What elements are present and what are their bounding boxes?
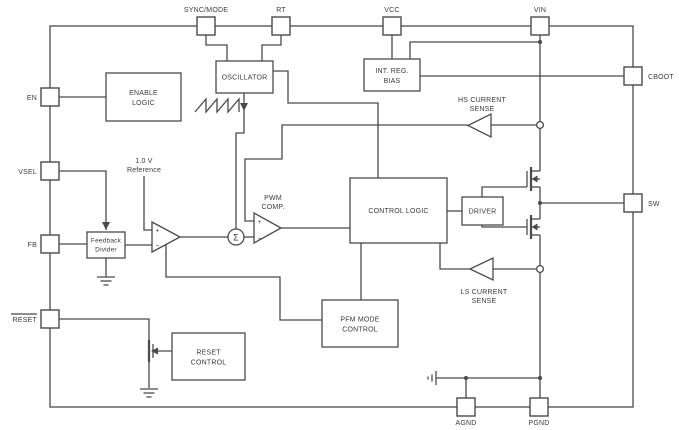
pgnd-junction-dot <box>538 376 542 380</box>
wires <box>59 35 624 398</box>
ramp-arrowhead-icon <box>240 103 248 111</box>
block-label: DRIVER <box>469 209 497 216</box>
pin-square-fb <box>40 234 60 254</box>
wire-error-amp-to-pfm-control <box>165 244 322 321</box>
pin-label-vin: VIN <box>534 7 546 14</box>
wire-driver-to-hs-gate <box>481 186 527 197</box>
pin-squares <box>40 16 643 417</box>
block-reset-control: RESET CONTROL <box>171 332 246 381</box>
pin-label-vcc: VCC <box>384 7 399 14</box>
block-label: INT. REG. <box>375 68 408 75</box>
pin-square-sync-mode <box>196 16 216 36</box>
pin-square-reset <box>40 309 60 329</box>
pin-label-pgnd: PGND <box>528 420 549 427</box>
pwm-comp-minus: − <box>258 236 262 243</box>
junction-dot <box>538 40 542 44</box>
svg-text:LS CURRENT: LS CURRENT <box>461 289 508 296</box>
pin-label-cboot: CBOOT <box>648 74 674 81</box>
wire-reset-to-fet <box>59 318 150 341</box>
ground-symbol-agnd <box>427 371 437 385</box>
block-label: Feedback <box>91 238 122 245</box>
wire-reference-to-error-amp <box>143 176 152 231</box>
summing-node-symbol: Σ <box>233 233 239 243</box>
svg-text:COMP.: COMP. <box>261 204 284 211</box>
block-label: CONTROL LOGIC <box>368 208 428 215</box>
wire-rt-to-oscillator <box>261 35 282 61</box>
wire-driver-to-ls-gate <box>481 225 527 228</box>
hs-current-sense-amp-icon <box>466 112 492 139</box>
pwm-comparator-icon <box>253 211 283 245</box>
agnd-junction-dot <box>464 376 468 380</box>
reset-mosfet-icon <box>147 340 158 362</box>
wire-ls-sense-to-control-logic <box>439 243 470 270</box>
ground-symbol-feedback <box>97 276 115 286</box>
hs-mosfet-icon <box>526 167 540 191</box>
block-label: LOGIC <box>132 100 155 107</box>
pin-square-cboot <box>623 66 643 86</box>
svg-text:SENSE: SENSE <box>472 298 497 305</box>
wire-hs-sense-to-pwm-comp <box>244 124 468 222</box>
summing-node-icon <box>227 228 245 246</box>
pin-label-sync-mode: SYNC/MODE <box>184 7 228 14</box>
block-control-logic: CONTROL LOGIC <box>349 177 448 244</box>
pin-label-agnd: AGND <box>455 420 476 427</box>
pin-square-rt <box>271 16 291 36</box>
error-amp-minus: − <box>156 243 160 250</box>
pwm-comp-plus: + <box>258 219 262 226</box>
block-label: ENABLE <box>129 90 158 97</box>
annotation-reference: 1.0 V Reference <box>127 158 161 174</box>
ls-mosfet-icon <box>526 215 540 239</box>
error-amp-plus: + <box>156 228 160 235</box>
vsel-arrowhead-icon <box>102 222 110 230</box>
wire-ramp-to-summing-node <box>235 93 245 229</box>
pin-labels: SYNC/MODE RT VCC VIN EN VSEL FB RESET CB… <box>11 7 674 427</box>
block-label: CONTROL <box>342 327 378 334</box>
annotation-pwm-comp: PWM COMP. <box>261 195 284 211</box>
pin-square-vcc <box>382 16 402 36</box>
block-oscillator: OSCILLATOR <box>215 60 274 94</box>
ls-sense-tap-node <box>535 264 545 274</box>
ls-current-sense-amp-icon <box>468 256 494 282</box>
hs-sense-tap-node <box>535 120 545 130</box>
pin-square-sw <box>623 193 643 213</box>
block-label: PFM MODE <box>340 317 379 324</box>
block-enable-logic: ENABLE LOGIC <box>105 72 182 122</box>
pin-square-pgnd <box>529 397 549 417</box>
wire-bias-to-vin-rail <box>409 41 540 59</box>
pin-square-agnd <box>456 397 476 417</box>
sawtooth-waveform-icon <box>194 97 240 114</box>
block-label: BIAS <box>384 78 401 85</box>
svg-text:SENSE: SENSE <box>470 106 495 113</box>
block-driver: DRIVER <box>461 196 504 226</box>
sw-junction-dot <box>538 201 542 205</box>
wire-vsel-to-feedback-divider <box>59 170 107 230</box>
pin-square-en <box>40 87 60 107</box>
wire-syncmode-to-oscillator <box>205 35 228 61</box>
ground-symbol-reset <box>140 388 158 398</box>
block-label: RESET <box>196 350 221 357</box>
svg-text:HS CURRENT: HS CURRENT <box>458 97 506 104</box>
pin-label-reset: RESET <box>13 317 38 324</box>
block-feedback-divider: Feedback Divider <box>86 231 126 259</box>
block-int-reg-bias: INT. REG. BIAS <box>363 58 421 92</box>
pin-square-vsel <box>40 161 60 181</box>
pin-square-vin <box>530 16 550 36</box>
block-label: OSCILLATOR <box>222 75 268 82</box>
error-amp-icon <box>151 220 182 254</box>
wire-oscillator-to-control-logic <box>273 70 379 178</box>
pin-label-rt: RT <box>276 7 286 14</box>
pin-label-en: EN <box>27 95 37 102</box>
block-label: CONTROL <box>191 360 227 367</box>
annotation-ls-current-sense: LS CURRENT SENSE <box>461 289 508 305</box>
pin-label-vsel: VSEL <box>18 169 37 176</box>
block-label: Divider <box>95 247 117 254</box>
pin-label-fb: FB <box>28 242 37 249</box>
pin-label-sw: SW <box>648 201 660 208</box>
svg-text:1.0 V: 1.0 V <box>135 158 152 165</box>
svg-text:PWM: PWM <box>264 195 282 202</box>
annotation-hs-current-sense: HS CURRENT SENSE <box>458 97 506 113</box>
svg-text:Reference: Reference <box>127 167 161 174</box>
block-pfm-mode-control: PFM MODE CONTROL <box>321 299 399 348</box>
